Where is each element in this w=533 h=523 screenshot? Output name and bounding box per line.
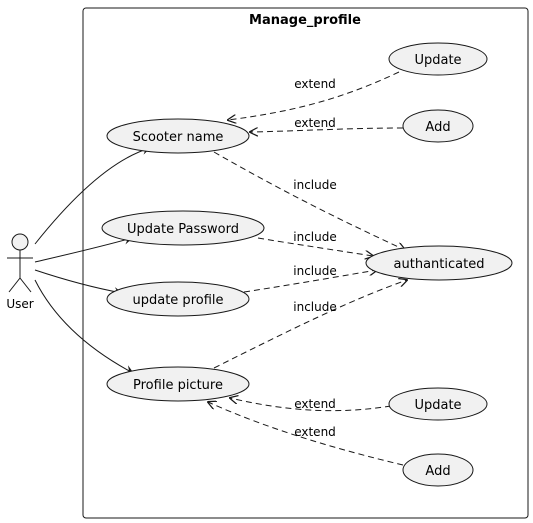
use-case-authenticated: authanticated <box>365 245 513 281</box>
label-extend-scooter-update: extend <box>294 77 336 91</box>
boundary-title: Manage_profile <box>249 13 361 28</box>
include-update-profile <box>243 270 377 293</box>
extend-scooter-update <box>228 71 400 120</box>
use-case-picture-update-label: Update <box>414 398 461 413</box>
label-include-scooter-name: include <box>293 178 336 192</box>
use-case-picture-add: Add <box>402 453 474 487</box>
use-case-scooter-add: Add <box>402 109 474 143</box>
use-case-scooter-update-label: Update <box>414 53 461 68</box>
use-case-profile-picture-label: Profile picture <box>133 378 223 393</box>
use-case-scooter-add-label: Add <box>425 120 450 135</box>
use-case-update-profile: update profile <box>106 281 250 317</box>
include-profile-picture <box>213 280 407 369</box>
relation-labels: extend extend include include include in… <box>293 77 336 439</box>
label-include-update-password: include <box>293 230 336 244</box>
assoc-scooter-name <box>34 146 151 245</box>
actor-label: User <box>6 297 33 311</box>
include-relations <box>213 151 407 369</box>
use-case-scooter-name: Scooter name <box>106 118 250 154</box>
label-include-profile-picture: include <box>293 300 336 314</box>
actor-head <box>11 233 29 251</box>
assoc-update-password <box>34 235 133 263</box>
label-include-update-profile: include <box>293 264 336 278</box>
system-boundary: Manage_profile <box>82 7 529 519</box>
use-case-update-password-label: Update Password <box>127 222 239 237</box>
label-extend-picture-add: extend <box>294 425 336 439</box>
include-update-password <box>257 237 373 256</box>
extend-scooter-add <box>250 128 404 132</box>
label-extend-scooter-add: extend <box>294 116 336 130</box>
label-extend-picture-update: extend <box>294 397 336 411</box>
use-case-scooter-update: Update <box>388 42 488 76</box>
extend-picture-add <box>208 402 404 466</box>
use-case-picture-update: Update <box>388 387 488 421</box>
use-case-update-profile-label: update profile <box>133 293 224 308</box>
use-case-scooter-name-label: Scooter name <box>133 130 224 145</box>
use-case-profile-picture: Profile picture <box>106 366 250 402</box>
assoc-profile-picture <box>34 279 134 374</box>
extend-relations <box>208 71 404 466</box>
use-case-picture-add-label: Add <box>425 464 450 479</box>
use-case-update-password: Update Password <box>101 210 265 246</box>
extend-picture-update <box>230 398 392 412</box>
assoc-update-profile <box>34 269 123 296</box>
associations <box>34 146 151 374</box>
actor-user: User <box>6 233 34 311</box>
use-case-authenticated-label: authanticated <box>394 257 485 272</box>
